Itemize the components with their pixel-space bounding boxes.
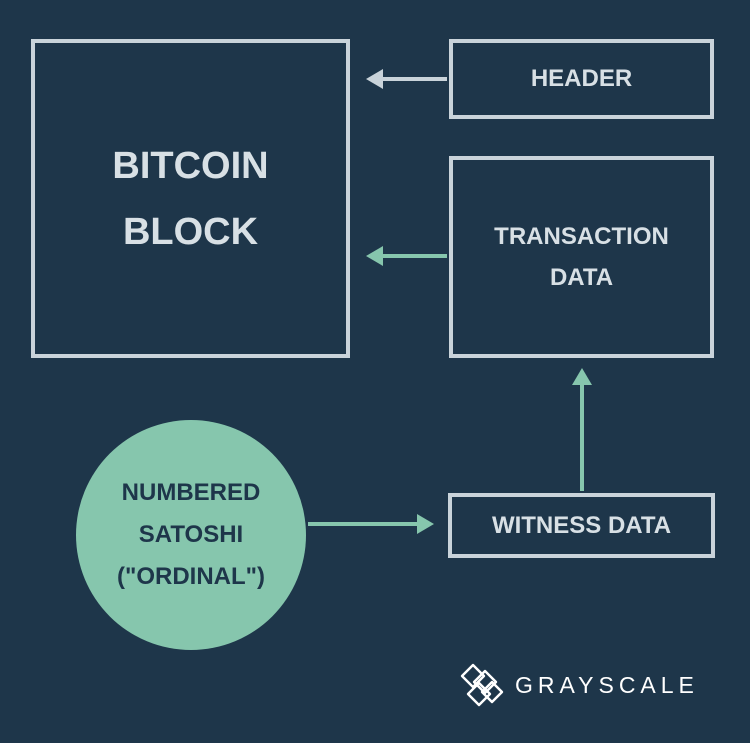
transaction-line2: DATA (549, 264, 614, 291)
bitcoin-block-line1: BITCOIN (112, 144, 269, 187)
witness-label: WITNESS DATA (491, 511, 672, 539)
grayscale-logo-icon (460, 663, 504, 707)
grayscale-logo: GRAYSCALE (459, 662, 699, 708)
witness-data-box: WITNESS DATA (448, 493, 715, 558)
header-label: HEADER (530, 65, 633, 92)
ordinal-line2: SATOSHI (138, 521, 244, 548)
ordinal-line3: ("ORDINAL") (116, 563, 266, 590)
ordinal-circle: NUMBERED SATOSHI ("ORDINAL") (76, 420, 306, 650)
arrow-ordinal-to-witness (308, 514, 434, 534)
bitcoin-block-box: BITCOIN BLOCK (31, 39, 350, 358)
header-box: HEADER (449, 39, 714, 119)
arrow-witness-to-transaction (572, 368, 592, 491)
logo-text: GRAYSCALE (515, 671, 699, 698)
ordinal-line1: NUMBERED (121, 479, 261, 506)
arrow-transaction-to-block (366, 246, 447, 266)
bitcoin-block-line2: BLOCK (122, 210, 259, 253)
arrow-header-to-block (366, 69, 447, 89)
transaction-data-box: TRANSACTION DATA (449, 156, 714, 358)
transaction-line1: TRANSACTION (494, 223, 669, 250)
